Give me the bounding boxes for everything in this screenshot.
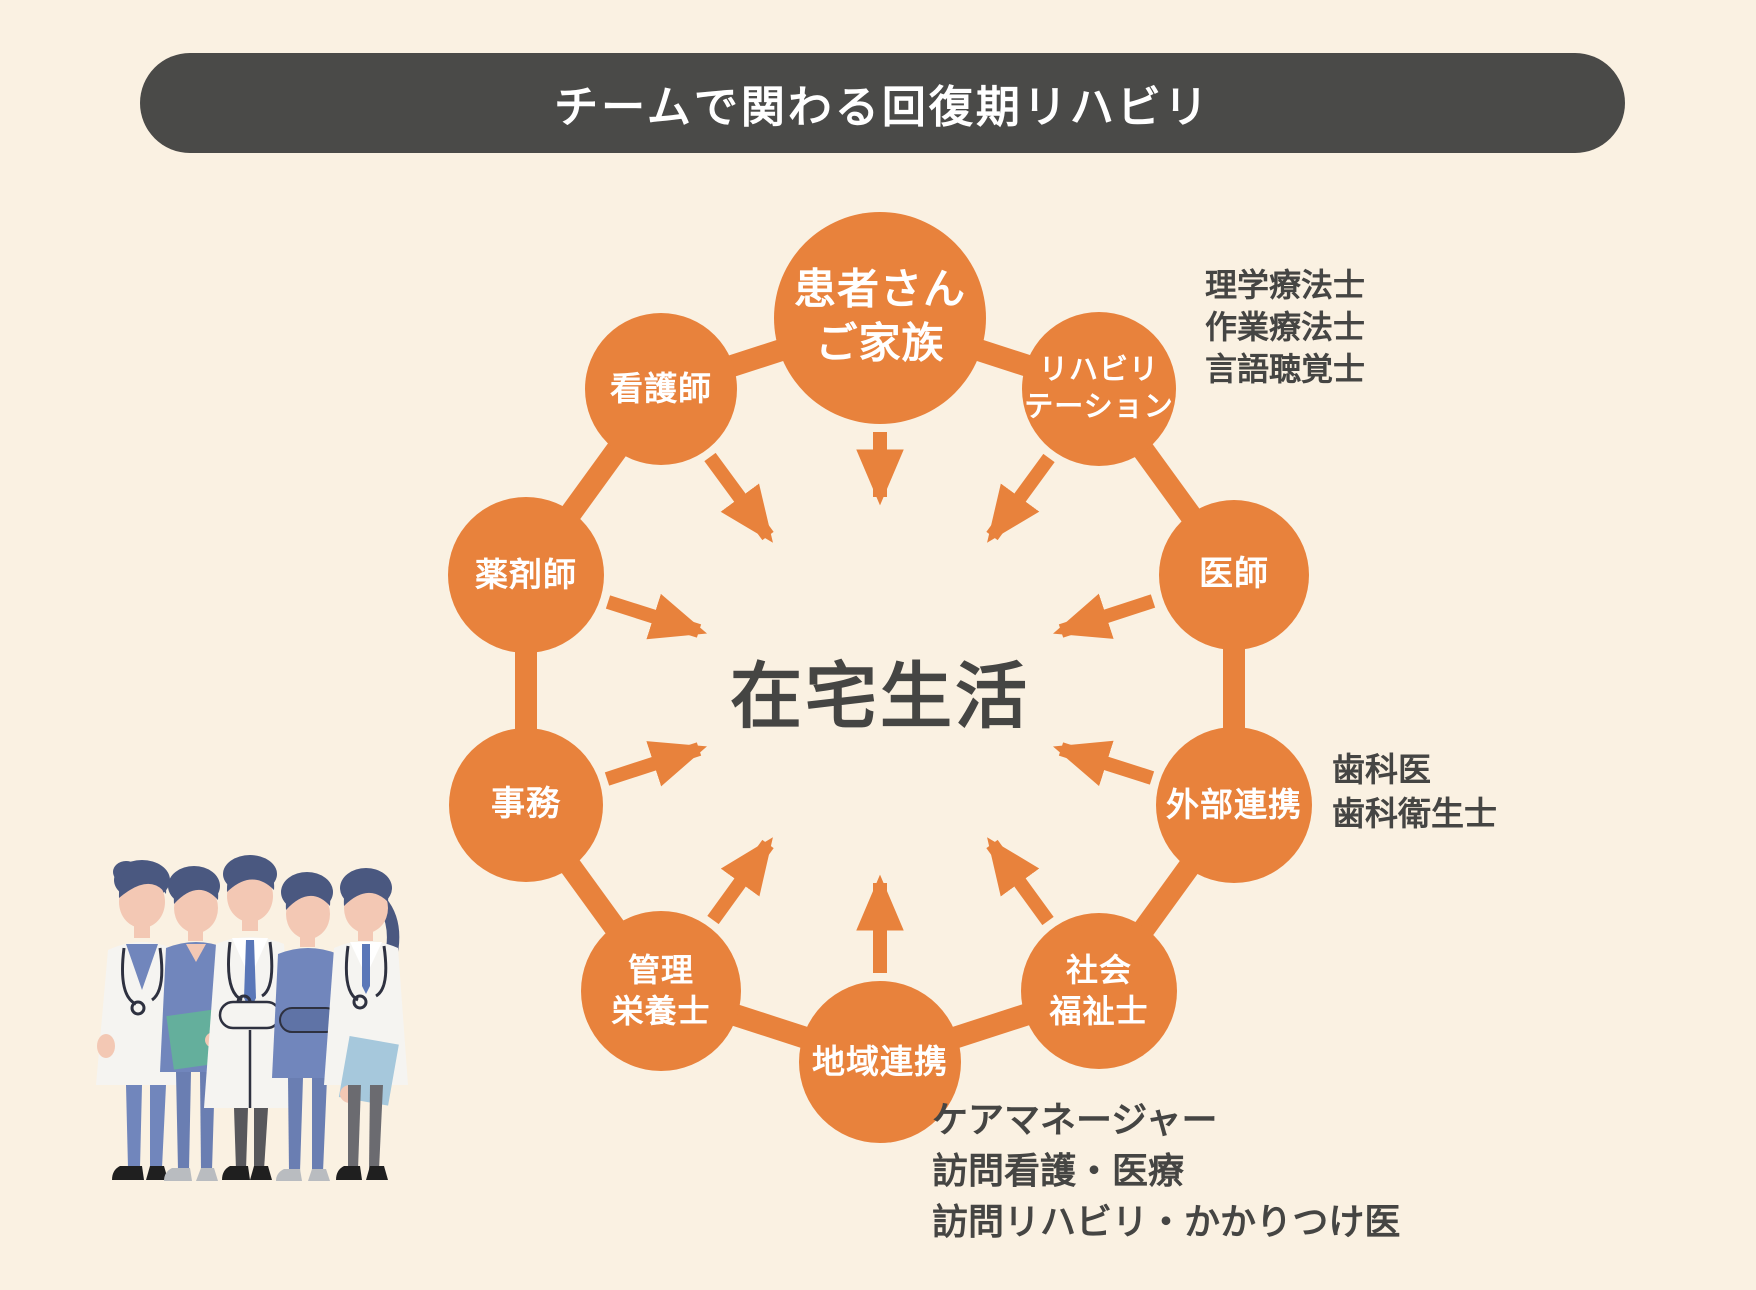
role-circle-nurse [585,313,737,465]
role-circle-pharmacist [448,497,604,653]
arrow-to-center-social-worker [986,837,1054,926]
arrow-to-center-external-cooperation [1052,740,1155,787]
center-arrows [604,432,1156,973]
role-circles [448,212,1312,1143]
staff-figure-4 [272,872,346,1181]
note-rehab-professions: 理学療法士 作業療法士 言語聴覚士 [1205,267,1366,388]
arrow-to-center-dietitian [707,837,774,925]
staff-figure-5 [324,868,408,1180]
role-circle-dietitian [581,911,741,1071]
role-circle-social-worker [1021,913,1177,1069]
role-label-rehabilitation: リハビリ テーション [1024,353,1174,423]
note-dental-partners: 歯科医 歯科衛生士 [1332,751,1497,833]
arrow-to-center-nurse [704,452,774,543]
role-circle-admin [449,728,603,882]
role-label-nurse: 看護師 [610,369,712,407]
role-circle-rehabilitation [1022,312,1176,466]
center-goal-label: 在宅生活 [729,657,1031,738]
role-label-pharmacist: 薬剤師 [475,555,577,593]
arrow-to-center-admin [604,741,707,787]
role-circle-patient-family [774,212,986,424]
role-circle-doctor [1159,500,1309,650]
role-label-regional-cooperation: 地域連携 [812,1042,948,1080]
role-circle-external-cooperation [1156,727,1312,883]
arrow-to-center-doctor [1053,593,1156,639]
role-label-social-worker: 社会 福祉士 [1049,952,1149,1029]
medical-team-illustration [96,855,408,1181]
role-label-doctor: 医師 [1199,555,1269,594]
title-bar: チームで関わる回復期リハビリ [140,53,1625,153]
note-regional-partners: ケアマネージャー 訪問看護・医療 訪問リハビリ・かかりつけ医 [932,1099,1401,1243]
role-label-patient-family: 患者さん ご家族 [793,265,967,366]
role-label-dietitian: 管理 栄養士 [611,952,711,1029]
arrow-to-center-pharmacist [605,593,708,640]
page-title: チームで関わる回復期リハビリ [554,83,1211,132]
role-label-admin: 事務 [491,785,561,824]
arrow-to-center-rehabilitation [986,453,1055,543]
role-circle-regional-cooperation [799,981,961,1143]
role-label-external-cooperation: 外部連携 [1166,785,1302,823]
